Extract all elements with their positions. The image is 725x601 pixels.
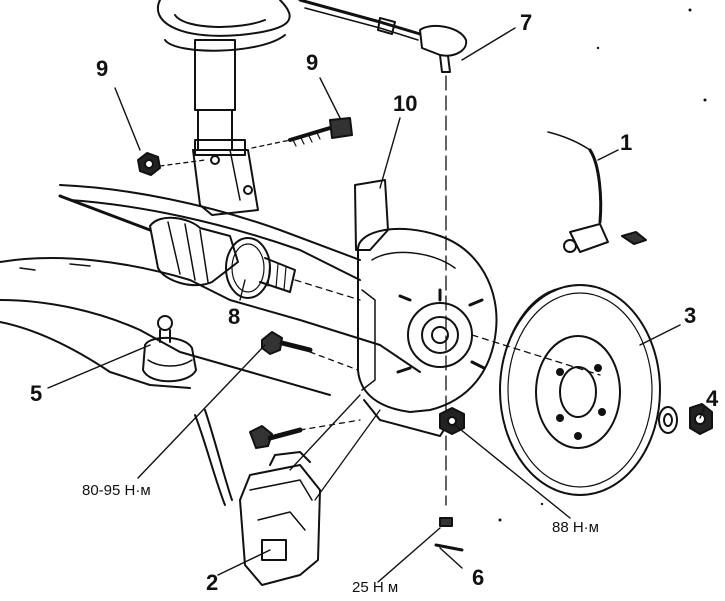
torque-hub-nut: 88 Н·м bbox=[552, 519, 599, 536]
steering-knuckle bbox=[354, 179, 601, 437]
brake-disc bbox=[499, 284, 661, 496]
callout-part-3: 3 bbox=[684, 303, 697, 328]
leader-lines bbox=[47, 27, 705, 583]
torque-tie-rod-nut: 25 Н м bbox=[352, 579, 399, 596]
drive-shaft bbox=[58, 194, 361, 301]
hub-nut-washer bbox=[658, 403, 713, 435]
ball-joint bbox=[142, 315, 197, 383]
callout-part-4: 4 bbox=[706, 386, 719, 411]
callout-part-9-left: 9 bbox=[96, 56, 109, 81]
strut-assembly bbox=[157, 0, 291, 216]
abs-sensor bbox=[547, 131, 647, 253]
callout-part-8: 8 bbox=[228, 304, 241, 329]
callout-part-5: 5 bbox=[30, 381, 43, 406]
caliper-bolts bbox=[249, 331, 361, 449]
callout-part-10: 10 bbox=[393, 91, 418, 116]
torque-caliper-bolt: 80-95 Н·м bbox=[82, 482, 151, 499]
subframe bbox=[0, 184, 421, 396]
strut-fasteners bbox=[137, 117, 353, 176]
callout-part-9-right: 9 bbox=[306, 50, 319, 75]
callout-part-1: 1 bbox=[620, 130, 633, 155]
callout-part-6: 6 bbox=[472, 565, 485, 590]
scan-speckles bbox=[498, 8, 707, 522]
callout-part-7: 7 bbox=[520, 10, 533, 35]
brake-caliper bbox=[194, 394, 381, 586]
callout-part-2: 2 bbox=[206, 570, 219, 595]
tie-rod bbox=[298, 0, 468, 506]
